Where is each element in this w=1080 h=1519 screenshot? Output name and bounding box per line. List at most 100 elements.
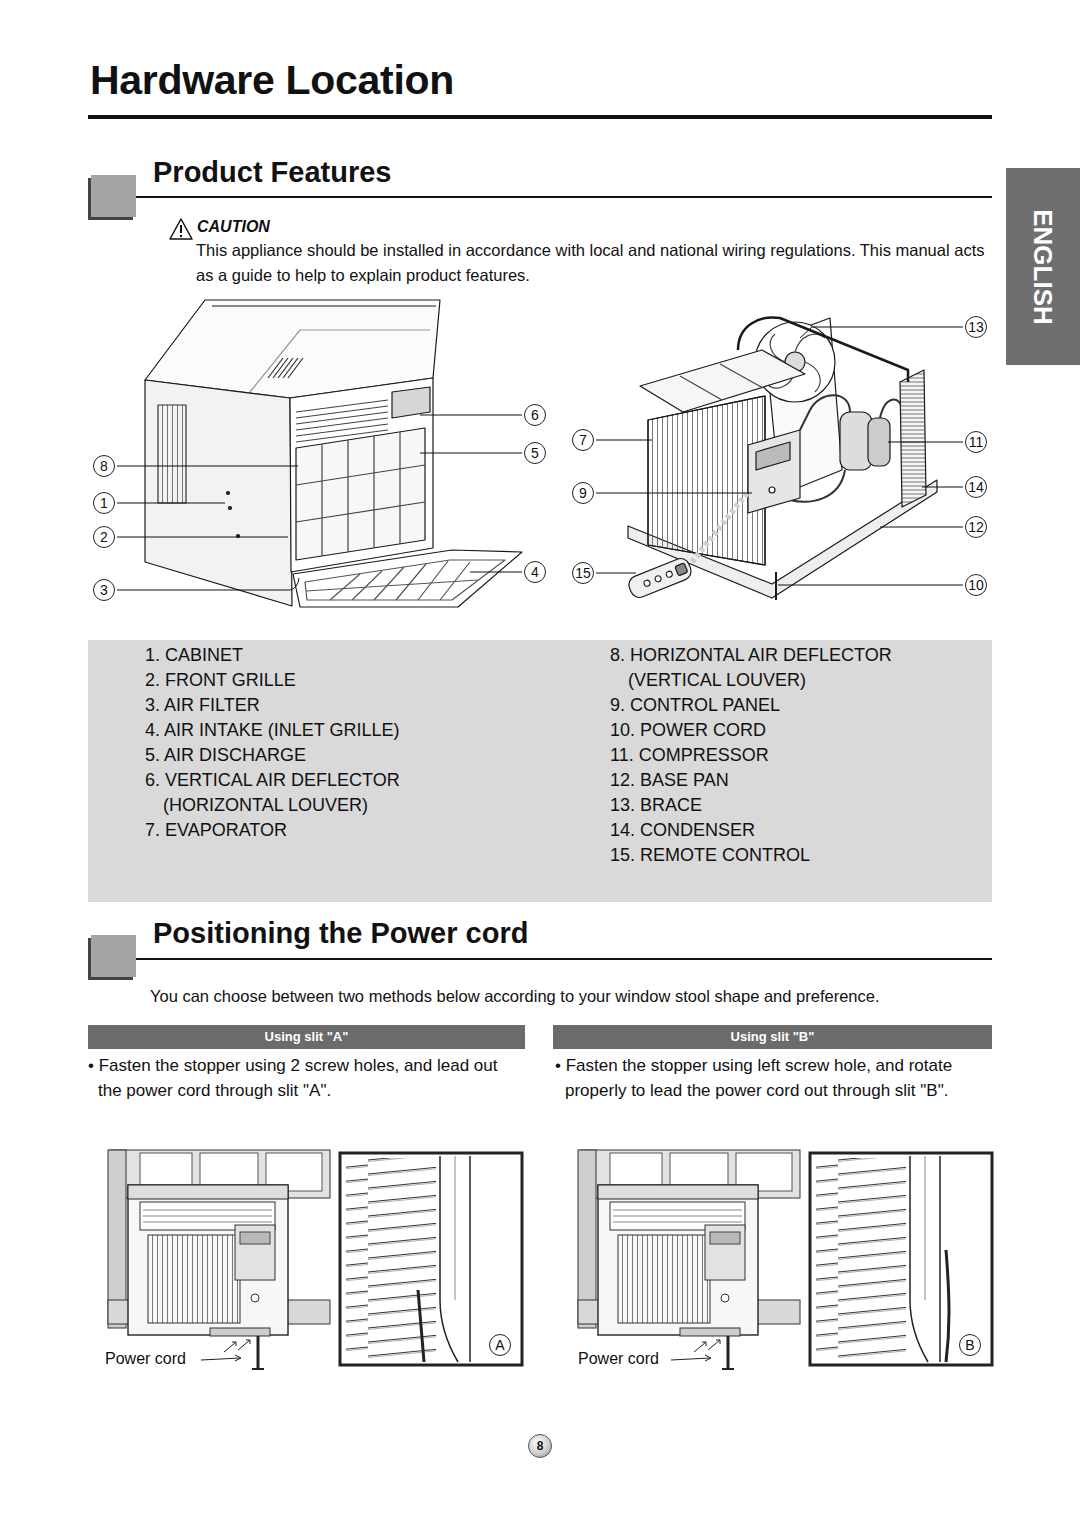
tab-text: ENGLISH <box>1030 209 1056 325</box>
part-name: 14. CONDENSER <box>610 818 960 843</box>
caution-label: CAUTION <box>197 217 270 237</box>
part-name: 4. AIR INTAKE (INLET GRILLE) <box>145 718 485 743</box>
callout-number: 15 <box>572 562 594 584</box>
part-name: 6. VERTICAL AIR DEFLECTOR (HORIZONTAL LO… <box>145 768 485 818</box>
bar-text: Using slit "A" <box>265 1029 349 1045</box>
unit-exterior-illustration-part <box>227 492 230 495</box>
leader-line-part <box>596 573 636 574</box>
callout-number: 7 <box>572 429 594 451</box>
unit-exterior-illustration-part <box>306 580 478 591</box>
leader-line-part <box>117 503 225 504</box>
callout-number: 13 <box>965 316 987 338</box>
part-name: 8. HORIZONTAL AIR DEFLECTOR (VERTICAL LO… <box>610 643 960 693</box>
bullet-text: • Fasten the stopper using 2 screw holes… <box>88 1053 520 1103</box>
unit-exterior-illustration-part <box>229 507 232 510</box>
section-marker-part <box>91 175 136 217</box>
leader-line-part <box>922 487 963 488</box>
window-installation-illustration-part <box>418 1290 424 1362</box>
leader-line <box>117 327 963 590</box>
unit-exterior-illustration-part <box>322 432 400 556</box>
unit-exterior-illustration-part <box>305 560 505 600</box>
leader-line-part <box>596 440 652 441</box>
unit-exterior-illustration-part <box>293 550 522 607</box>
unit-cutaway-illustration-part <box>626 556 694 600</box>
unit-exterior-illustration-part <box>296 428 425 560</box>
callout-number: 10 <box>965 574 987 596</box>
part-name: 15. REMOTE CONTROL <box>610 843 960 868</box>
section-heading: Positioning the Power cord <box>153 918 528 950</box>
part-name: 7. EVAPORATOR <box>145 818 485 843</box>
part-name: 5. AIR DISCHARGE <box>145 743 485 768</box>
section-heading: Product Features <box>153 157 392 189</box>
leader-line-part <box>117 466 298 467</box>
bar-text: Using slit "B" <box>731 1029 815 1045</box>
leader-line-part <box>420 453 522 454</box>
unit-cutaway-illustration-part <box>900 370 926 507</box>
bullet-text: • Fasten the stopper using left screw ho… <box>555 1053 1000 1103</box>
callout-number: 14 <box>965 476 987 498</box>
unit-cutaway-illustration-part <box>626 556 694 600</box>
callout-number: 11 <box>965 431 987 453</box>
section-marker-part <box>91 935 136 977</box>
title-rule <box>88 115 992 119</box>
callout-number: 5 <box>524 442 546 464</box>
unit-cutaway-illustration-part <box>640 350 805 412</box>
callout-number: 6 <box>524 404 546 426</box>
unit-exterior-illustration-part <box>296 465 425 522</box>
callout-number: 2 <box>93 526 115 548</box>
caution-icon-part <box>180 225 182 233</box>
part-name: 12. BASE PAN <box>610 768 960 793</box>
callout-number: 12 <box>965 516 987 538</box>
callout-number: 4 <box>524 561 546 583</box>
unit-exterior-illustration-part <box>212 305 436 306</box>
unit-exterior-illustration-part <box>145 380 292 606</box>
unit-cutaway-illustration-part <box>775 572 777 600</box>
unit-cutaway-illustration-part <box>769 487 775 493</box>
leader-line-part <box>117 537 288 538</box>
unit-cutaway-illustration-part <box>654 575 662 583</box>
part-name: 13. BRACE <box>610 793 960 818</box>
leader-line-part <box>778 585 963 586</box>
window-installation-illustration <box>578 1150 992 1369</box>
intro-text: You can choose between two methods below… <box>150 984 1030 1009</box>
method-bar: Using slit "B" <box>553 1025 992 1049</box>
unit-exterior-illustration-part <box>158 405 186 503</box>
part-name: 9. CONTROL PANEL <box>610 693 960 718</box>
unit-exterior-illustration <box>145 300 522 607</box>
list-column: 1. CABINET2. FRONT GRILLE3. AIR FILTER4.… <box>145 643 485 843</box>
unit-cutaway-illustration-part <box>692 492 748 562</box>
leader-line-part <box>470 572 522 573</box>
unit-cutaway-illustration <box>626 317 937 600</box>
callout-number: 1 <box>93 492 115 514</box>
section-marker-part <box>136 196 992 198</box>
page-number: 8 <box>528 1434 552 1458</box>
parts-list-panel: 1. CABINET2. FRONT GRILLE3. AIR FILTER4.… <box>88 640 992 902</box>
window-installation-illustration-part <box>108 1150 522 1369</box>
part-name: 11. COMPRESSOR <box>610 743 960 768</box>
leader-line-part <box>888 442 963 443</box>
unit-cutaway-illustration-part <box>748 430 800 513</box>
method-bar: Using slit "A" <box>88 1025 525 1049</box>
window-installation-illustration <box>108 1150 522 1369</box>
unit-cutaway-illustration-part <box>665 570 673 578</box>
part-name: 10. POWER CORD <box>610 718 960 743</box>
unit-cutaway-illustration-part <box>868 418 890 466</box>
part-label: Power cord <box>105 1349 186 1369</box>
inset-letter: B <box>959 1334 981 1356</box>
leader-line-part <box>880 527 963 528</box>
unit-cutaway-illustration-part <box>756 442 790 470</box>
page-title: Hardware Location <box>90 60 454 101</box>
unit-cutaway-illustration-part <box>675 563 688 576</box>
leader-line-part <box>596 493 752 494</box>
unit-exterior-illustration-part <box>290 378 433 572</box>
part-name: 3. AIR FILTER <box>145 693 485 718</box>
section-marker-part <box>136 958 992 960</box>
part-label: Power cord <box>578 1349 659 1369</box>
unit-exterior-illustration-part <box>268 358 303 378</box>
leader-line-part <box>117 578 299 590</box>
leader-line-part <box>800 327 963 338</box>
window-installation-illustration-part <box>946 1250 949 1362</box>
unit-cutaway-illustration-part <box>790 395 903 501</box>
caution-icon-part <box>170 219 192 239</box>
caution-text: This appliance should be installed in ac… <box>196 238 996 288</box>
